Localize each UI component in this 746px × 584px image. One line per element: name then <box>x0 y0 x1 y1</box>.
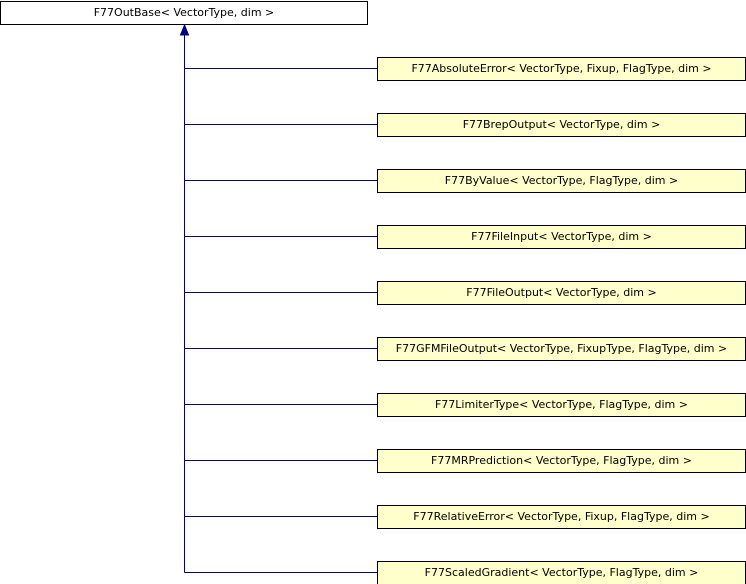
derived-class-node-file-input[interactable]: F77FileInput< VectorType, dim > <box>377 225 746 249</box>
derived-class-label: F77AbsoluteError< VectorType, Fixup, Fla… <box>411 62 712 75</box>
derived-class-node-relative-error[interactable]: F77RelativeError< VectorType, Fixup, Fla… <box>377 505 746 529</box>
branch-lines <box>184 68 377 573</box>
derived-class-node-gfm-file-output[interactable]: F77GFMFileOutput< VectorType, FixupType,… <box>377 337 746 361</box>
derived-class-node-mr-prediction[interactable]: F77MRPrediction< VectorType, FlagType, d… <box>377 449 746 473</box>
derived-class-label: F77GFMFileOutput< VectorType, FixupType,… <box>395 342 728 355</box>
derived-class-label: F77RelativeError< VectorType, Fixup, Fla… <box>413 510 710 523</box>
derived-class-label: F77BrepOutput< VectorType, dim > <box>462 118 661 131</box>
derived-class-node-limiter-type[interactable]: F77LimiterType< VectorType, FlagType, di… <box>377 393 746 417</box>
derived-class-node-brep-output[interactable]: F77BrepOutput< VectorType, dim > <box>377 113 746 137</box>
base-class-label: F77OutBase< VectorType, dim > <box>93 6 275 19</box>
base-class-node[interactable]: F77OutBase< VectorType, dim > <box>0 1 368 25</box>
derived-class-label: F77ScaledGradient< VectorType, FlagType,… <box>424 566 699 579</box>
derived-class-label: F77ByValue< VectorType, FlagType, dim > <box>444 174 679 187</box>
derived-class-label: F77FileInput< VectorType, dim > <box>471 230 652 243</box>
derived-class-label: F77MRPrediction< VectorType, FlagType, d… <box>431 454 692 467</box>
derived-class-label: F77FileOutput< VectorType, dim > <box>466 286 657 299</box>
inheritance-arrowhead <box>179 23 190 36</box>
derived-class-node-absolute-error[interactable]: F77AbsoluteError< VectorType, Fixup, Fla… <box>377 57 746 81</box>
derived-class-node-file-output[interactable]: F77FileOutput< VectorType, dim > <box>377 281 746 305</box>
derived-class-label: F77LimiterType< VectorType, FlagType, di… <box>434 398 688 411</box>
derived-class-node-by-value[interactable]: F77ByValue< VectorType, FlagType, dim > <box>377 169 746 193</box>
derived-class-node-scaled-gradient[interactable]: F77ScaledGradient< VectorType, FlagType,… <box>377 561 746 584</box>
